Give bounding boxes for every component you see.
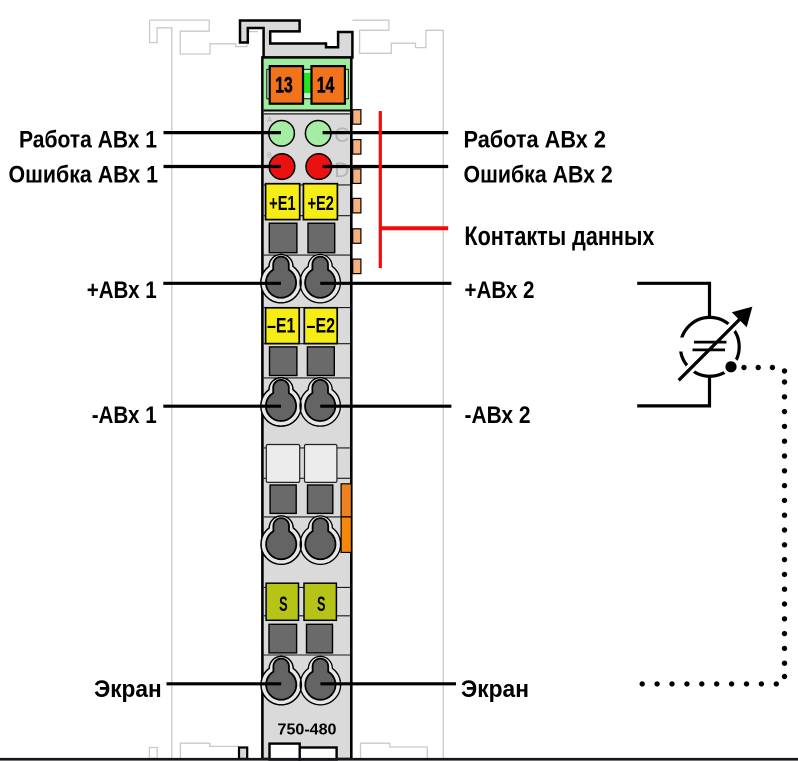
svg-text:Контакты данных: Контакты данных bbox=[464, 221, 654, 251]
svg-text:750-480: 750-480 bbox=[278, 721, 337, 738]
svg-text:-АВх 1: -АВх 1 bbox=[92, 402, 157, 429]
svg-text:D: D bbox=[334, 159, 349, 182]
svg-text:+АВх 1: +АВх 1 bbox=[87, 277, 157, 304]
svg-text:S: S bbox=[317, 593, 326, 616]
svg-text:Работа АВх 2: Работа АВх 2 bbox=[464, 127, 606, 154]
svg-text:S: S bbox=[279, 593, 288, 616]
svg-text:Работа АВх 1: Работа АВх 1 bbox=[19, 127, 157, 154]
svg-text:Экран: Экран bbox=[94, 676, 162, 703]
svg-text:Ошибка АВх 2: Ошибка АВх 2 bbox=[464, 161, 613, 188]
svg-text:14: 14 bbox=[317, 72, 335, 97]
svg-text:–E1: –E1 bbox=[267, 314, 296, 338]
svg-text:Экран: Экран bbox=[461, 676, 529, 703]
svg-text:–E2: –E2 bbox=[307, 314, 336, 338]
svg-text:-АВх 2: -АВх 2 bbox=[465, 402, 531, 429]
svg-text:13: 13 bbox=[275, 72, 293, 97]
svg-text:Ошибка АВх 1: Ошибка АВх 1 bbox=[9, 161, 159, 188]
svg-text:A: A bbox=[267, 115, 272, 124]
svg-text:C: C bbox=[334, 124, 349, 147]
svg-text:B: B bbox=[267, 150, 272, 159]
svg-text:+АВх 2: +АВх 2 bbox=[465, 277, 535, 304]
svg-text:+E1: +E1 bbox=[269, 193, 296, 215]
svg-text:+E2: +E2 bbox=[307, 193, 334, 215]
